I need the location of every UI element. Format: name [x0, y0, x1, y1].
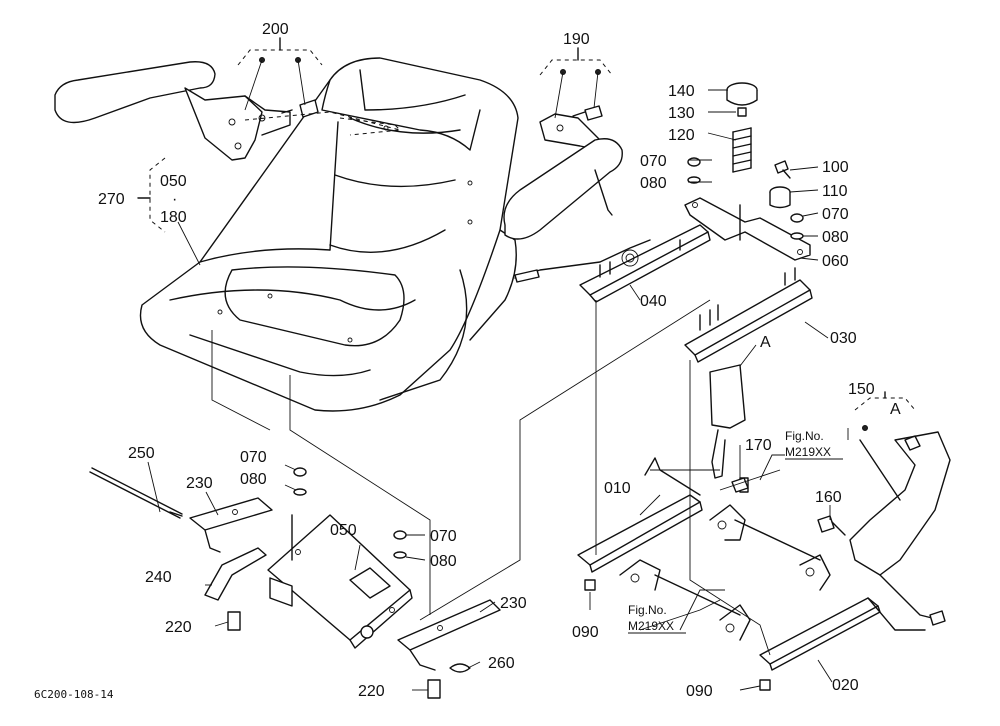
- slide-rail-030: [684, 267, 813, 363]
- spring-120: [732, 127, 752, 173]
- label-050-seat: 050: [160, 173, 187, 190]
- label-090-right: 090: [686, 683, 713, 700]
- base-rail-010: [577, 457, 703, 573]
- label-070-upper-right: 070: [822, 206, 849, 223]
- label-070-lower-right: 070: [430, 528, 457, 545]
- bracket-230-right: [397, 599, 501, 671]
- label-fig-no-lower: Fig.No.: [628, 603, 667, 617]
- label-m219xx-upper: M219XX: [785, 445, 831, 459]
- label-050-plate: 050: [330, 522, 357, 539]
- right-armrest: [503, 105, 623, 240]
- label-fig-no-upper: Fig.No.: [785, 429, 824, 443]
- plate-050: [267, 514, 413, 649]
- spacer-110: [769, 186, 791, 209]
- label-a-belt: A: [890, 401, 901, 418]
- bolt-220-right: [427, 679, 441, 699]
- label-010: 010: [604, 480, 631, 497]
- label-230-left: 230: [186, 475, 213, 492]
- label-060: 060: [822, 253, 849, 270]
- base-rail-020: [759, 597, 926, 671]
- part-number-labels: 200 190 140 130 120 070 080 100 110 070 …: [34, 21, 901, 701]
- label-130: 130: [668, 105, 695, 122]
- label-170: 170: [745, 437, 772, 454]
- label-120: 120: [668, 127, 695, 144]
- label-030: 030: [830, 330, 857, 347]
- label-190: 190: [563, 31, 590, 48]
- pivot-pin: [360, 625, 374, 639]
- label-a-buckle: A: [760, 334, 771, 351]
- bracket-240: [204, 547, 267, 601]
- seat-belt-150: [849, 431, 951, 626]
- label-040: 040: [640, 293, 667, 310]
- rod-250: [89, 467, 183, 519]
- bracket-060: [684, 197, 811, 261]
- clip-260: [449, 663, 471, 673]
- label-160: 160: [815, 489, 842, 506]
- bolt-170: [731, 477, 749, 493]
- label-110: 110: [822, 183, 848, 200]
- label-020: 020: [832, 677, 859, 694]
- bolt-100: [774, 160, 791, 179]
- label-220-left: 220: [165, 619, 192, 636]
- guide-lines: [211, 299, 781, 656]
- bolt-220-left: [227, 611, 241, 631]
- slide-rail-040: [514, 224, 711, 303]
- label-080-upper-right: 080: [822, 229, 849, 246]
- leader-lines: [137, 37, 916, 691]
- knob-140: [726, 82, 758, 106]
- washers-070-080-lower: [293, 467, 407, 559]
- label-100: 100: [822, 159, 849, 176]
- seat-cushion: [139, 57, 519, 412]
- label-180: 180: [160, 209, 187, 226]
- label-m219xx-lower: M219XX: [628, 619, 674, 633]
- label-080-upper-left: 080: [640, 175, 667, 192]
- bracket-230-left: [189, 497, 273, 553]
- left-armrest: [54, 61, 401, 161]
- label-150: 150: [848, 381, 875, 398]
- bolt-160: [817, 515, 846, 536]
- label-200: 200: [262, 21, 289, 38]
- label-140: 140: [668, 83, 695, 100]
- label-230-right: 230: [500, 595, 527, 612]
- label-070-lower-left: 070: [240, 449, 267, 466]
- label-220-right: 220: [358, 683, 385, 700]
- label-090-left: 090: [572, 624, 599, 641]
- label-080-lower-left: 080: [240, 471, 267, 488]
- label-260: 260: [488, 655, 515, 672]
- nuts-090: [584, 579, 771, 691]
- seat-belt-buckle-a: [709, 364, 749, 493]
- label-dot: ·: [172, 191, 177, 208]
- label-250: 250: [128, 445, 155, 462]
- nut-130: [737, 107, 747, 117]
- label-070-upper-left: 070: [640, 153, 667, 170]
- label-080-lower-right: 080: [430, 553, 457, 570]
- label-270: 270: [98, 191, 125, 208]
- label-240: 240: [145, 569, 172, 586]
- diagram-code: 6C200-108-14: [34, 688, 114, 701]
